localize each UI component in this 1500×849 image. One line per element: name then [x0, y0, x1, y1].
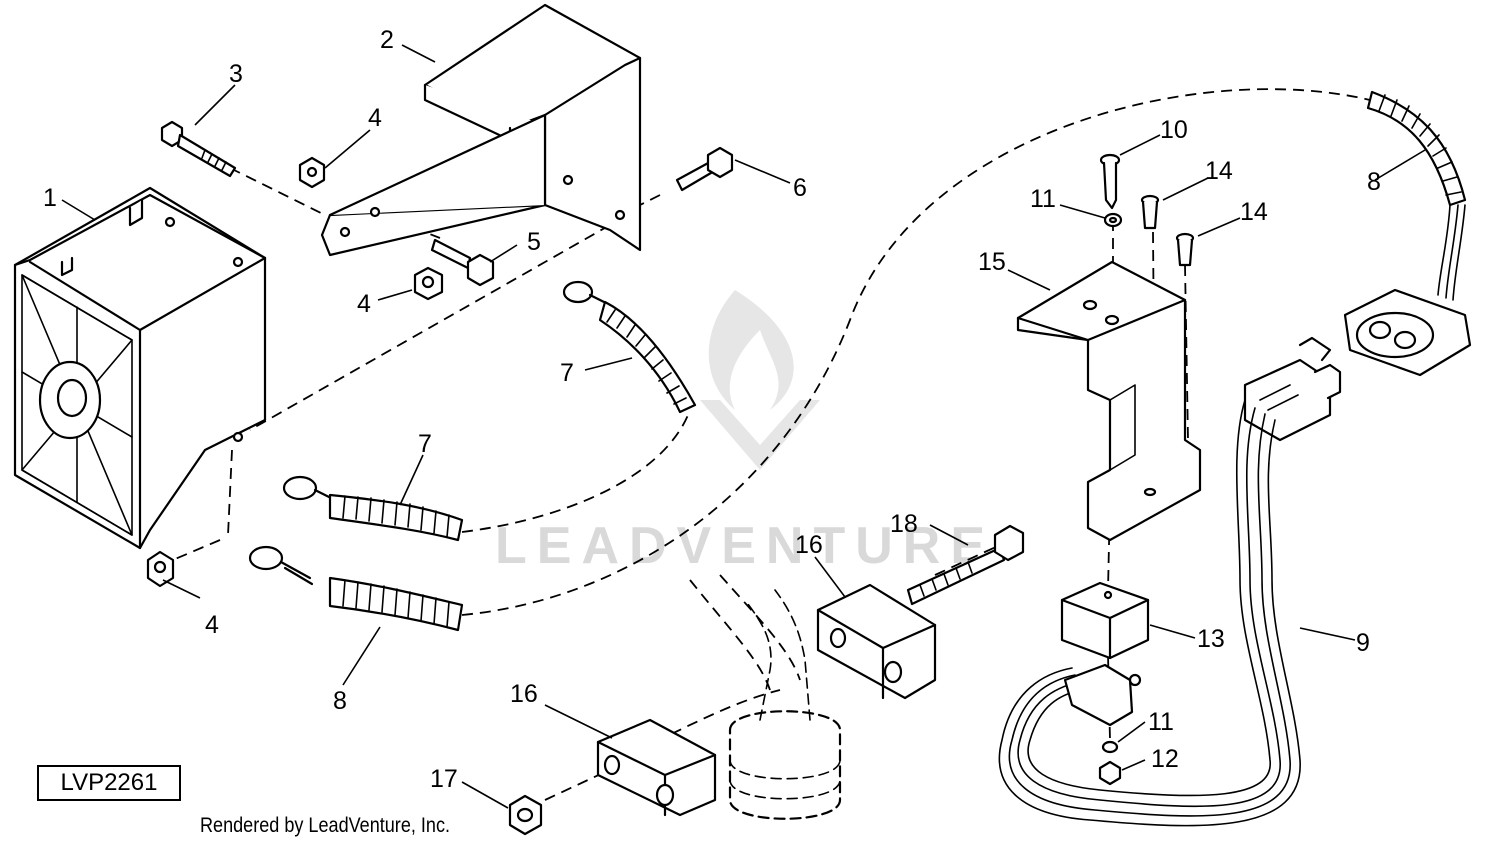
callout-15: 15: [978, 248, 1006, 276]
bolt-6: [675, 146, 734, 192]
callout-13: 13: [1197, 625, 1225, 653]
watermark: LEADVENTURE: [495, 290, 995, 575]
nut-4b: [413, 266, 444, 301]
callout-3: 3: [229, 60, 243, 88]
callout-10: 10: [1160, 116, 1188, 144]
callout-12: 12: [1151, 745, 1179, 773]
nut-4c: [146, 550, 175, 588]
callout-8: 8: [333, 687, 347, 715]
watermark-text: LEADVENTURE: [495, 517, 995, 575]
callout-9: 9: [1356, 629, 1370, 657]
bolt-3: [160, 120, 237, 178]
assembly-lines: [167, 88, 1371, 801]
callout-8: 8: [1367, 168, 1381, 196]
callout-4: 4: [205, 611, 219, 639]
steering-post: [728, 589, 842, 820]
wire-8-upper: [1343, 90, 1472, 377]
clamp-16-right: [816, 583, 937, 700]
wire-7-upper: [562, 280, 697, 414]
callout-18: 18: [890, 510, 918, 538]
callout-7: 7: [418, 430, 432, 458]
callout-5: 5: [527, 228, 541, 256]
relay-block-13: [1060, 581, 1150, 660]
callout-11: 11: [1148, 708, 1174, 736]
washer-11a: [1103, 212, 1123, 228]
callout-leaders: [61, 44, 1426, 809]
nut-4a: [298, 156, 326, 189]
wire-8-lower: [248, 545, 464, 632]
callout-14: 14: [1240, 198, 1268, 226]
callout-16: 16: [510, 680, 538, 708]
relay-bracket-15: [1016, 260, 1202, 542]
callout-16: 16: [795, 531, 823, 559]
callout-17: 17: [430, 765, 458, 793]
render-credit: Rendered by LeadVenture, Inc.: [200, 814, 451, 837]
callout-2: 2: [380, 26, 394, 54]
wire-7-lower: [282, 475, 464, 542]
callout-7: 7: [560, 359, 574, 387]
bolt-14a: [1140, 194, 1160, 230]
washer-11b: [1101, 740, 1119, 754]
bolt-18: [906, 524, 1025, 606]
harness-9: [998, 336, 1342, 827]
bolt-5: [430, 238, 495, 287]
callout-14: 14: [1205, 157, 1233, 185]
mounting-bracket: [320, 3, 642, 257]
callout-1: 1: [43, 184, 57, 212]
callout-labels: 1 2 3 4 4 4 5 6 7 7 8 8 9 10 11 11 12 13…: [43, 26, 1381, 793]
callout-6: 6: [793, 174, 807, 202]
callout-4: 4: [357, 290, 371, 318]
callout-11: 11: [1030, 185, 1056, 213]
callout-4: 4: [368, 104, 382, 132]
nut-12: [1098, 760, 1122, 786]
screw-10: [1099, 153, 1121, 210]
nut-17: [508, 794, 543, 836]
reference-code: LVP2261: [37, 765, 181, 801]
bolt-14b: [1175, 232, 1195, 267]
clamp-16-left: [596, 718, 717, 817]
alarm-housing: [13, 186, 267, 550]
